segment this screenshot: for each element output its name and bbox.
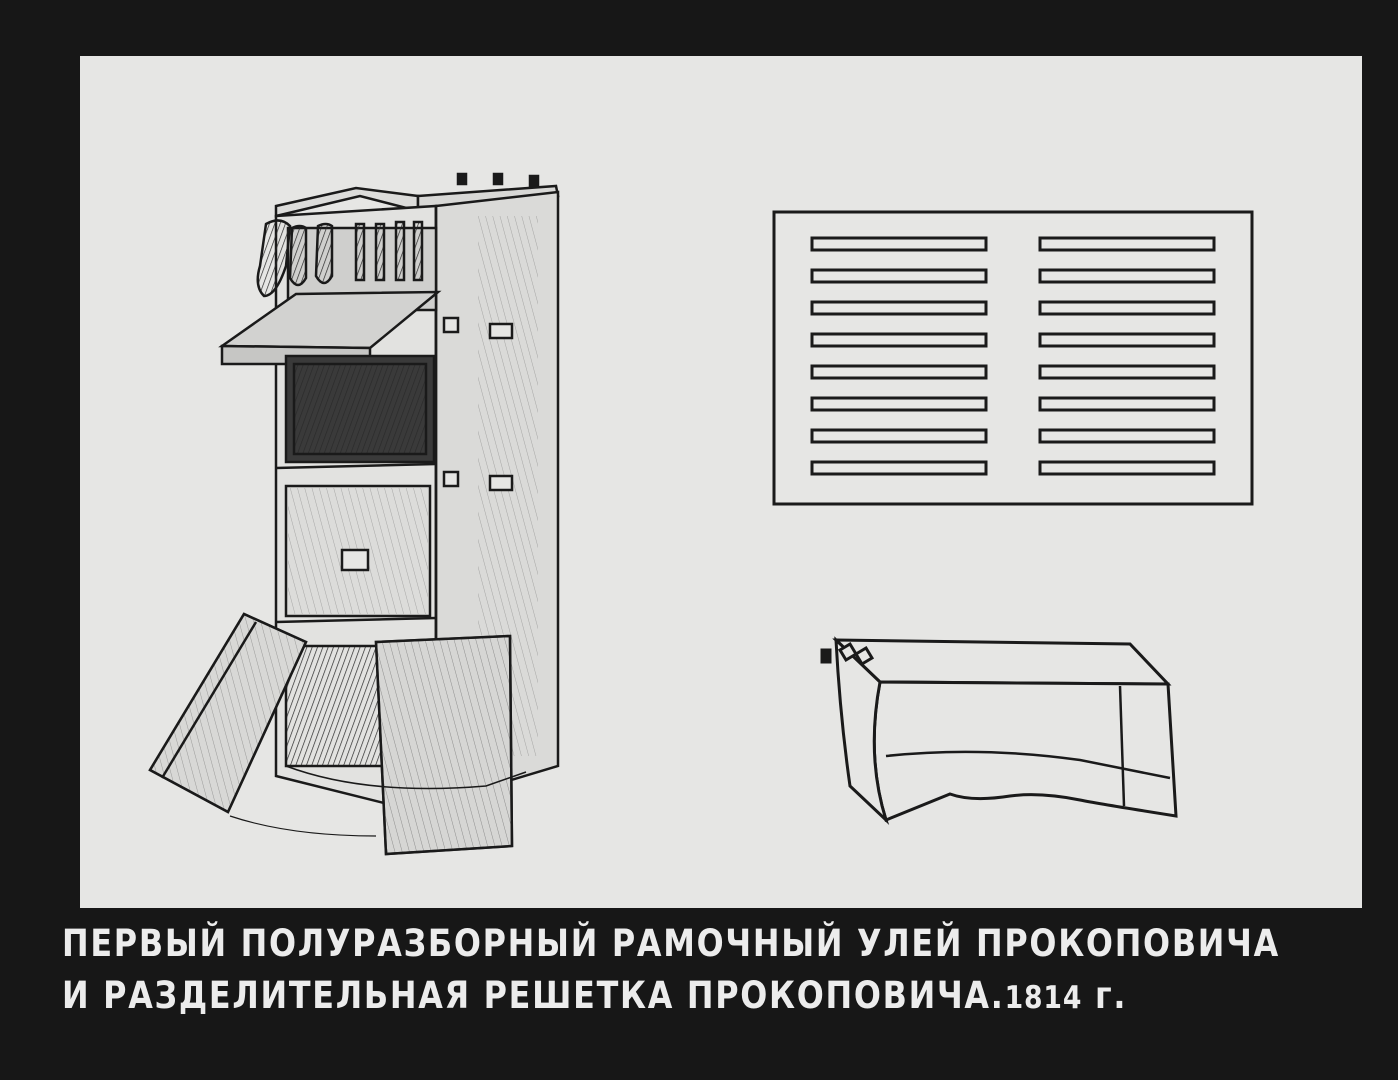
caption-line-1: ПЕРВЫЙ ПОЛУРАЗБОРНЫЙ РАМОЧНЫЙ УЛЕЙ ПРОКО… [62, 922, 1280, 965]
caption-line-2: И РАЗДЕЛИТЕЛЬНАЯ РЕШЕТКА ПРОКОПОВИЧА.181… [62, 970, 1197, 1024]
illustration-svg [148, 172, 1254, 856]
caption-line-2-text: И РАЗДЕЛИТЕЛЬНАЯ РЕШЕТКА ПРОКОПОВИЧА. [62, 974, 1005, 1017]
caption-year: 1814 [1004, 980, 1083, 1016]
illustration-panel [80, 56, 1362, 908]
hive-drawing [148, 172, 560, 856]
caption-year-suffix: г. [1095, 974, 1128, 1017]
slide-caption: ПЕРВЫЙ ПОЛУРАЗБОРНЫЙ РАМОЧНЫЙ УЛЕЙ ПРОКО… [62, 918, 1280, 1024]
frame-box-drawing [820, 636, 1178, 826]
separator-grate-drawing [772, 210, 1254, 506]
